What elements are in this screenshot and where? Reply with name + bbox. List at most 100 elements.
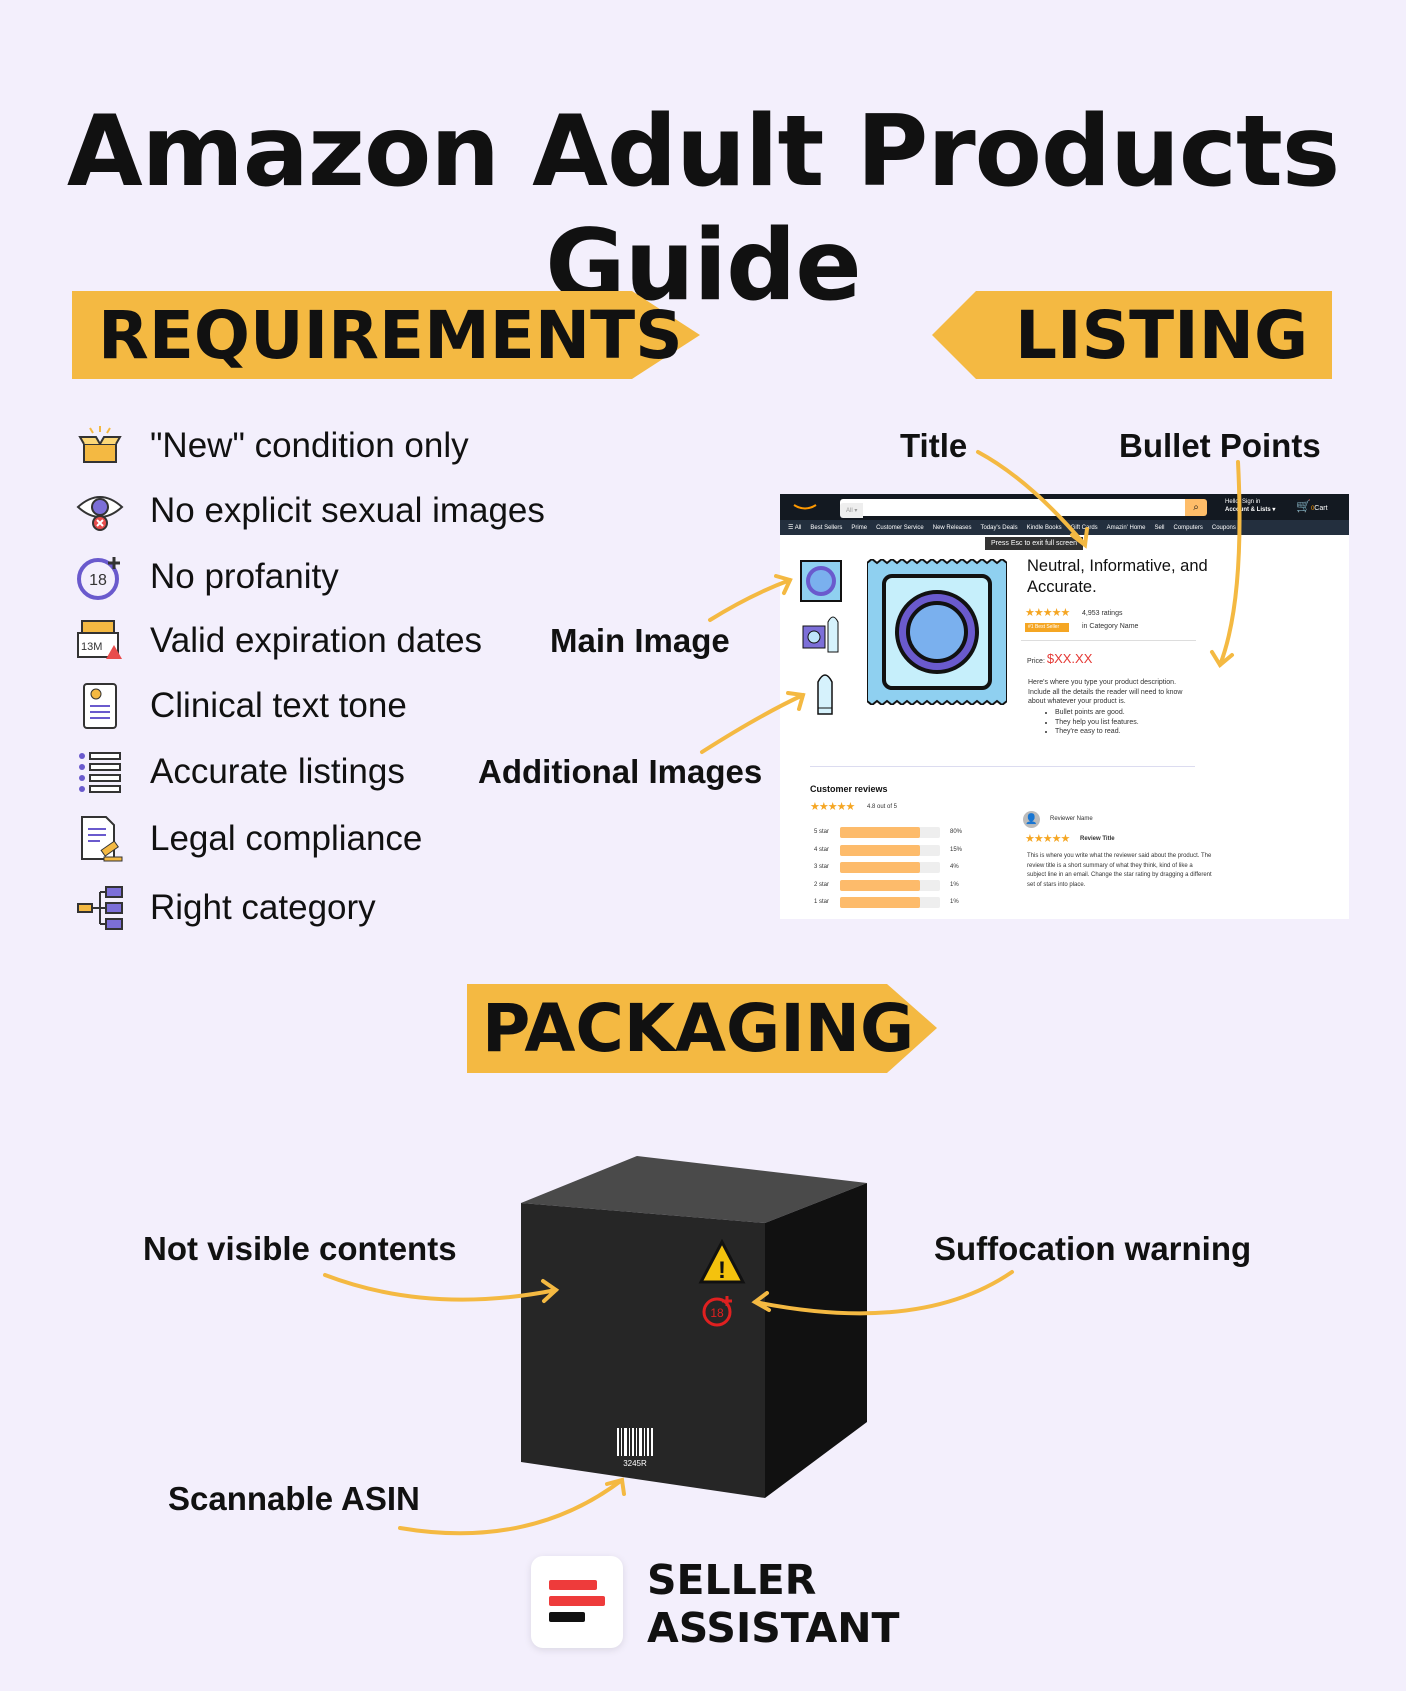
requirement-label: Right category [150, 888, 376, 927]
histogram-percent: 80% [950, 829, 963, 835]
nav-item[interactable]: Best Sellers [810, 524, 843, 531]
bullet-item: They're easy to read. [1055, 727, 1139, 737]
histogram-label: 4 star [814, 846, 830, 853]
bullet-item: They help you list features. [1055, 718, 1139, 728]
label-title: Title [900, 427, 968, 464]
search-scope[interactable]: All ▾ [840, 503, 864, 518]
avatar-icon: 👤 [1023, 811, 1040, 828]
label-suffocation-warning: Suffocation warning [934, 1230, 1252, 1267]
histogram-label: 2 star [814, 881, 830, 888]
bullet-item: Bullet points are good. [1055, 708, 1139, 718]
reviewer-name: Reviewer Name [1050, 816, 1093, 822]
requirement-item: 18 No profanity [76, 552, 339, 602]
review-stars: ★★★★★ [1025, 833, 1070, 845]
nav-item[interactable]: Kindle Books [1026, 524, 1062, 531]
list-icon [79, 752, 121, 793]
search-icon[interactable]: ⌕ [1185, 499, 1207, 516]
requirement-label: Clinical text tone [150, 686, 407, 725]
eye-blocked-icon [76, 496, 124, 531]
best-seller-badge: #1 Best Seller [1025, 623, 1070, 632]
requirements-heading: REQUIREMENTS [98, 296, 683, 374]
open-box-icon [78, 426, 122, 463]
ratings-count[interactable]: 4,953 ratings [1082, 610, 1123, 617]
main-product-image[interactable] [867, 559, 1007, 705]
amazon-logo-icon [793, 504, 817, 510]
requirement-label: Accurate listings [150, 752, 405, 791]
product-description: Here's where you type your product descr… [1028, 679, 1183, 705]
category-text: in Category Name [1082, 623, 1139, 630]
nav-item[interactable]: Gift Cards [1070, 524, 1098, 531]
histogram-percent: 4% [950, 864, 959, 870]
rating-summary: 4.8 out of 5 [867, 804, 898, 810]
page-title: Amazon Adult Products Guide [66, 95, 1340, 323]
svg-text:18: 18 [710, 1306, 724, 1320]
requirement-item: No explicit sexual images [76, 486, 545, 536]
price-row: Price: $XX.XX [1027, 651, 1093, 666]
histogram-bar[interactable] [840, 827, 940, 838]
nav-item[interactable]: Today's Deals [980, 524, 1018, 531]
requirement-item: Right category [76, 883, 376, 933]
thumbnail-2[interactable] [802, 612, 842, 656]
listing-heading: LISTING [1015, 296, 1309, 374]
histogram-label: 3 star [814, 864, 830, 870]
requirement-item: Accurate listings [76, 747, 405, 797]
thumbnail-1[interactable] [800, 560, 842, 602]
histogram-percent: 15% [950, 846, 963, 853]
requirement-item: "New" condition only [76, 421, 469, 471]
nav-item[interactable]: Customer Service [876, 524, 924, 531]
histogram-bar[interactable] [840, 897, 940, 908]
label-additional-images: Additional Images [478, 753, 763, 790]
nav-item[interactable]: Prime [851, 524, 868, 531]
thumbnail-3[interactable] [815, 672, 835, 718]
warning-icon: ! [698, 1238, 746, 1284]
nav-item[interactable]: Sell [1154, 524, 1165, 531]
label-main-image: Main Image [550, 622, 730, 659]
histogram-bar[interactable] [840, 844, 940, 856]
price: $XX.XX [1046, 651, 1093, 666]
seller-assistant-logo-icon [531, 1556, 623, 1648]
nav-item[interactable]: Coupons [1211, 524, 1236, 531]
svg-text:18: 18 [89, 572, 107, 589]
histogram-label: 5 star [814, 829, 830, 835]
barcode-number: 3245R [623, 1459, 647, 1468]
svg-text:13M: 13M [81, 641, 102, 653]
label-scannable-asin: Scannable ASIN [168, 1480, 420, 1517]
reviews-title: Customer reviews [810, 784, 888, 794]
nav-bar: ☰ All Best Sellers Prime Customer Service Ne… [780, 520, 1349, 535]
requirement-label: Legal compliance [150, 819, 423, 858]
package-box: ! 18 3245R [521, 1156, 867, 1498]
search-input[interactable]: All ▾ [840, 499, 1185, 518]
cart-icon[interactable]: 🛒0Cart [1296, 499, 1328, 513]
rating-stars: ★★★★★ [1025, 607, 1070, 619]
label-not-visible-contents: Not visible contents [143, 1230, 457, 1267]
divider [810, 766, 1195, 767]
histogram-bar[interactable] [840, 862, 940, 873]
document-icon [83, 683, 117, 729]
packaging-heading: PACKAGING [482, 990, 915, 1067]
category-tree-icon [77, 886, 123, 930]
legal-document-icon [81, 816, 123, 862]
histogram-label: 1 star [814, 899, 830, 905]
histogram-bar[interactable] [840, 879, 940, 891]
histogram-percent: 1% [950, 899, 959, 905]
histogram-percent: 1% [950, 881, 959, 888]
requirement-item: Clinical text tone [76, 681, 407, 731]
svg-text:!: ! [718, 1257, 726, 1284]
nav-item[interactable]: ☰ All [788, 525, 802, 531]
barcode-icon [617, 1428, 653, 1456]
product-title: Neutral, Informative, and Accurate. [1027, 557, 1208, 596]
packaging-banner-shape [467, 984, 937, 1073]
label-bullet-points: Bullet Points [1119, 427, 1321, 464]
requirements-banner-shape [72, 291, 700, 379]
requirement-label: No profanity [150, 557, 339, 596]
bullet-list: Bullet points are good. They help you li… [1055, 708, 1139, 737]
age-18-icon: 18 [77, 557, 120, 600]
fullscreen-hint: Press Esc to exit full screen [985, 537, 1083, 550]
nav-item[interactable]: New Releases [932, 524, 972, 531]
nav-item[interactable]: Computers [1173, 524, 1203, 531]
nav-item[interactable]: Amazin' Home [1106, 524, 1146, 531]
expiration-label-icon: 13M [77, 620, 122, 659]
